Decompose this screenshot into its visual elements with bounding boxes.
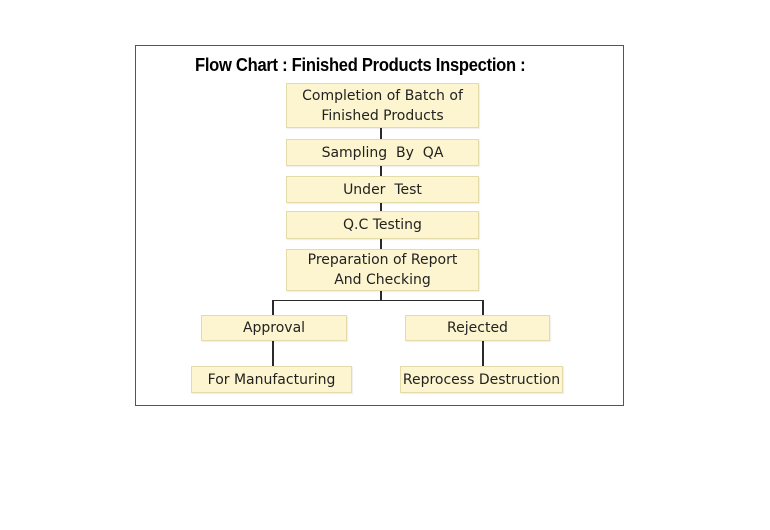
connector-split-approval: [272, 300, 274, 315]
connector-under-test-qc-testing: [380, 203, 382, 211]
flowchart-title: Flow Chart : Finished Products Inspectio…: [195, 55, 526, 75]
connector-sampling-under-test: [380, 166, 382, 176]
connector-rejected-reprocess: [482, 341, 484, 366]
connector-completion-sampling: [380, 128, 382, 139]
node-under-test: Under Test: [286, 176, 479, 203]
connector-preparation-split: [380, 291, 382, 300]
node-qc-testing-label: Q.C Testing: [343, 217, 422, 233]
connector-qc-testing-preparation: [380, 239, 382, 249]
node-manufacturing-label: For Manufacturing: [207, 371, 336, 388]
connector-approval-manufacturing: [272, 341, 274, 366]
node-rejected-label: Rejected: [447, 320, 508, 336]
node-for-manufacturing: For Manufacturing: [191, 366, 352, 393]
node-sampling-by-qa: Sampling By QA: [286, 139, 479, 166]
node-sampling-label: Sampling By QA: [321, 144, 444, 161]
node-reprocess-label: Reprocess Destruction: [402, 371, 561, 388]
node-under-test-label: Under Test: [343, 181, 422, 198]
node-completion-label: Completion of Batch of Finished Products: [302, 87, 463, 124]
node-approval: Approval: [201, 315, 347, 341]
node-preparation-of-report: Preparation of Report And Checking: [286, 249, 479, 291]
node-preparation-label: Preparation of Report And Checking: [307, 252, 458, 288]
node-reprocess-destruction: Reprocess Destruction: [400, 366, 563, 393]
node-rejected: Rejected: [405, 315, 550, 341]
node-completion-of-batch: Completion of Batch of Finished Products: [286, 83, 479, 128]
connector-split-rejected: [482, 300, 484, 315]
node-approval-label: Approval: [242, 320, 306, 336]
node-qc-testing: Q.C Testing: [286, 211, 479, 239]
connector-branch-horizontal: [272, 300, 484, 301]
